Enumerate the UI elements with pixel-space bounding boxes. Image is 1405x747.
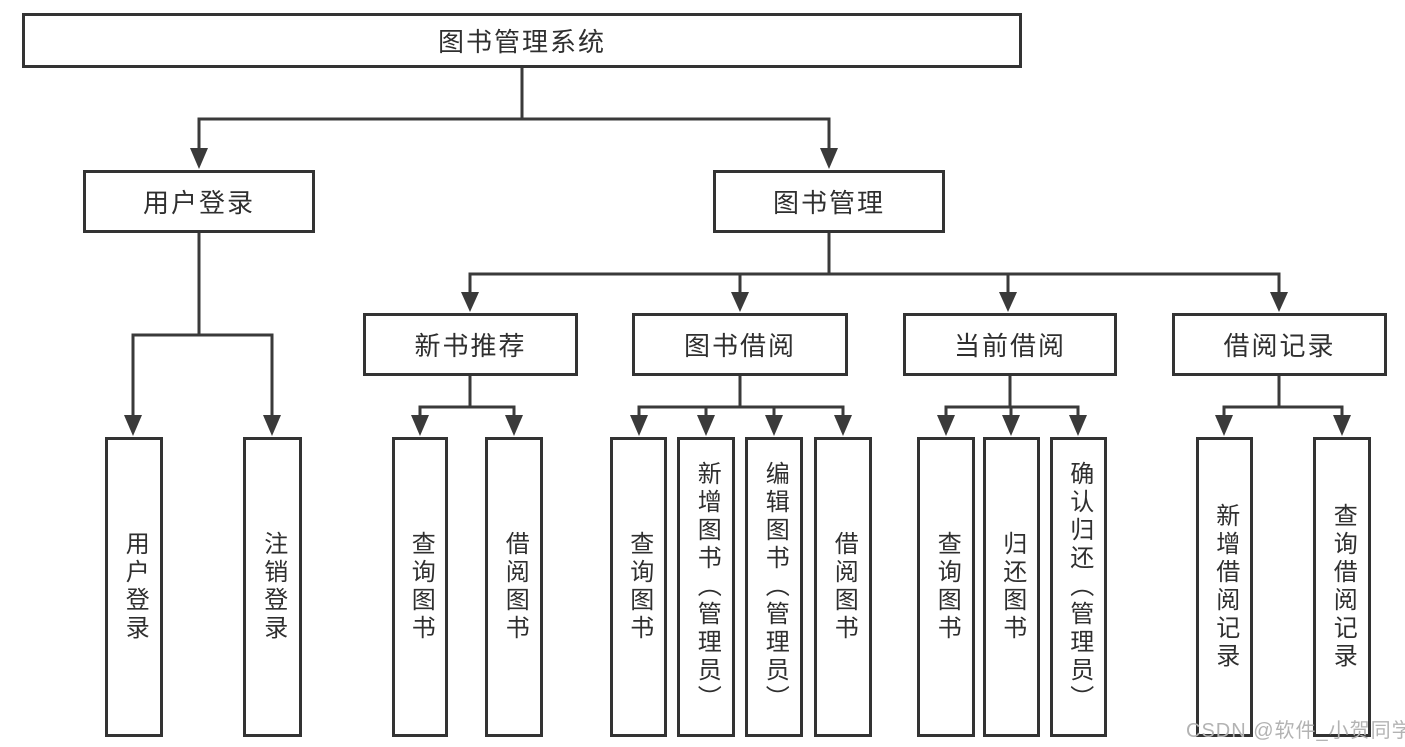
- leaf-borrow-books-2: 借阅图书: [814, 437, 872, 737]
- leaf-query-borrow-record: 查询借阅记录: [1313, 437, 1371, 737]
- node-borrowing-records: 借阅记录: [1172, 313, 1387, 376]
- leaf-logout: 注销登录: [243, 437, 302, 737]
- node-book-management: 图书管理: [713, 170, 945, 233]
- leaf-label: 注销登录: [259, 531, 287, 643]
- leaf-label: 借阅图书: [501, 531, 529, 643]
- arrow-down-icon: [505, 415, 523, 436]
- leaf-edit-book-admin: 编辑图书（管理员）: [745, 437, 803, 737]
- arrow-down-icon: [1215, 415, 1233, 436]
- leaf-label: 查询图书: [407, 531, 435, 643]
- leaf-label: 编辑图书（管理员）: [761, 461, 789, 713]
- leaf-add-book-admin: 新增图书（管理员）: [677, 437, 735, 737]
- leaf-label: 查询图书: [625, 531, 653, 643]
- arrow-down-icon: [1069, 415, 1087, 436]
- leaf-query-books-3: 查询图书: [917, 437, 975, 737]
- leaf-query-books-1: 查询图书: [392, 437, 448, 737]
- connector-lines: [131, 66, 1344, 419]
- arrow-down-icon: [190, 148, 208, 169]
- arrow-down-icon: [820, 148, 838, 169]
- arrow-down-icon: [263, 415, 281, 436]
- leaf-confirm-return-admin: 确认归还（管理员）: [1050, 437, 1107, 737]
- node-new-book-recommendation: 新书推荐: [363, 313, 578, 376]
- arrow-down-icon: [697, 415, 715, 436]
- arrow-down-icon: [124, 415, 142, 436]
- arrow-down-icon: [461, 292, 479, 312]
- arrow-down-icon: [1002, 415, 1020, 436]
- leaf-label: 查询借阅记录: [1329, 503, 1357, 671]
- arrow-down-icon: [630, 415, 648, 436]
- leaf-label: 借阅图书: [830, 531, 858, 643]
- arrow-down-icon: [999, 292, 1017, 312]
- arrow-down-icon: [411, 415, 429, 436]
- arrow-down-icon: [765, 415, 783, 436]
- node-library-management-system: 图书管理系统: [22, 13, 1022, 68]
- leaf-label: 查询图书: [933, 531, 961, 643]
- watermark: CSDN @软件_小贺同学: [1186, 720, 1405, 742]
- leaf-query-books-2: 查询图书: [610, 437, 667, 737]
- node-user-login: 用户登录: [83, 170, 315, 233]
- arrow-down-icon: [834, 415, 852, 436]
- leaf-label: 确认归还（管理员）: [1065, 461, 1093, 713]
- node-current-borrowing: 当前借阅: [903, 313, 1117, 376]
- leaf-label: 新增图书（管理员）: [693, 461, 721, 713]
- leaf-return-books: 归还图书: [983, 437, 1040, 737]
- node-book-borrowing: 图书借阅: [632, 313, 848, 376]
- leaf-label: 归还图书: [998, 531, 1026, 643]
- arrow-down-icon: [937, 415, 955, 436]
- arrow-down-icon: [731, 292, 749, 312]
- leaf-label: 用户登录: [121, 531, 149, 643]
- leaf-user-login: 用户登录: [105, 437, 163, 737]
- arrow-down-icon: [1333, 415, 1351, 436]
- leaf-label: 新增借阅记录: [1211, 503, 1239, 671]
- leaf-borrow-books-1: 借阅图书: [485, 437, 543, 737]
- arrow-down-icon: [1270, 292, 1288, 312]
- leaf-add-borrow-record: 新增借阅记录: [1196, 437, 1253, 737]
